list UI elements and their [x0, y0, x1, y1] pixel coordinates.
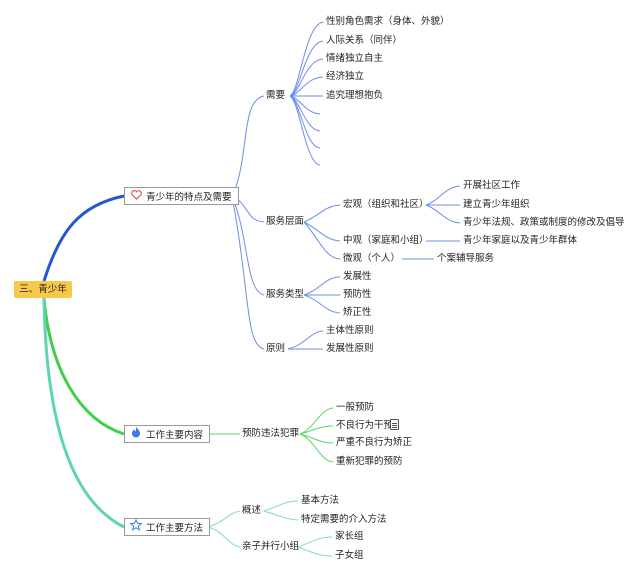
branch-node-main-content[interactable]: 工作主要内容 [124, 425, 211, 444]
heart-icon [129, 188, 143, 206]
flame-icon [129, 426, 143, 444]
connector-root-branch2 [42, 297, 125, 436]
node-crime-prevention[interactable]: 预防违法犯罪 [242, 428, 300, 439]
node-needs[interactable]: 需要 [266, 90, 286, 101]
connectors-branch1 [231, 21, 461, 350]
branch-node-characteristics[interactable]: 青少年的特点及需要 [124, 187, 239, 205]
leaf-node[interactable]: 开展社区工作 [463, 180, 521, 191]
leaf-node[interactable]: 一般预防 [336, 402, 375, 413]
node-macro[interactable]: 宏观（组织和社区） [343, 199, 429, 210]
leaf-node[interactable]: 严重不良行为矫正 [336, 437, 413, 448]
leaf-node[interactable]: 性别角色需求（身体、外貌） [326, 16, 450, 27]
leaf-node[interactable]: 基本方法 [301, 495, 340, 506]
leaf-node[interactable]: 发展性 [343, 271, 372, 282]
node-parent-child-group[interactable]: 亲子并行小组 [242, 541, 300, 552]
branch-label: 工作主要内容 [146, 430, 204, 441]
branch-label: 工作主要方法 [146, 523, 204, 534]
connector-root-branch1 [42, 194, 125, 282]
leaf-node[interactable]: 经济独立 [326, 71, 365, 82]
node-principles[interactable]: 原则 [266, 343, 286, 354]
leaf-node[interactable]: 人际关系（同伴） [326, 35, 403, 46]
note-icon[interactable] [390, 419, 399, 430]
leaf-node[interactable]: 家长组 [335, 531, 364, 542]
leaf-node[interactable]: 预防性 [343, 289, 372, 300]
branch-label: 青少年的特点及需要 [146, 192, 232, 203]
node-meso[interactable]: 中观（家庭和小组） [343, 235, 429, 246]
connectors-branch2 [208, 407, 334, 463]
leaf-node[interactable]: 发展性原则 [326, 343, 374, 354]
leaf-node[interactable]: 特定需要的介入方法 [301, 514, 387, 525]
node-micro[interactable]: 微观（个人） [343, 253, 401, 264]
leaf-node[interactable]: 矫正性 [343, 307, 372, 318]
leaf-node[interactable]: 追究理想抱负 [326, 90, 384, 101]
leaf-node[interactable]: 个案辅导服务 [437, 253, 495, 264]
leaf-node[interactable]: 情绪独立自主 [326, 53, 384, 64]
root-node[interactable]: 三、青少年 [14, 281, 72, 298]
leaf-node[interactable]: 子女组 [335, 550, 364, 561]
branch-node-main-methods[interactable]: 工作主要方法 [124, 518, 211, 537]
leaf-node[interactable]: 主体性原则 [326, 325, 374, 336]
leaf-node[interactable]: 重新犯罪的预防 [336, 456, 403, 467]
leaf-node[interactable]: 建立青少年组织 [463, 199, 530, 210]
node-service-types[interactable]: 服务类型 [266, 289, 305, 300]
leaf-node[interactable]: 不良行为干预 [336, 420, 394, 431]
star-icon [129, 518, 143, 537]
leaf-node[interactable]: 青少年法规、政策或制度的修改及倡导 [463, 217, 625, 228]
node-overview[interactable]: 概述 [242, 505, 262, 516]
connector-root-branch3 [42, 297, 125, 529]
connectors-branch3 [207, 500, 333, 557]
node-service-levels[interactable]: 服务层面 [266, 216, 305, 227]
leaf-node[interactable]: 青少年家庭以及青少年群体 [463, 235, 578, 246]
